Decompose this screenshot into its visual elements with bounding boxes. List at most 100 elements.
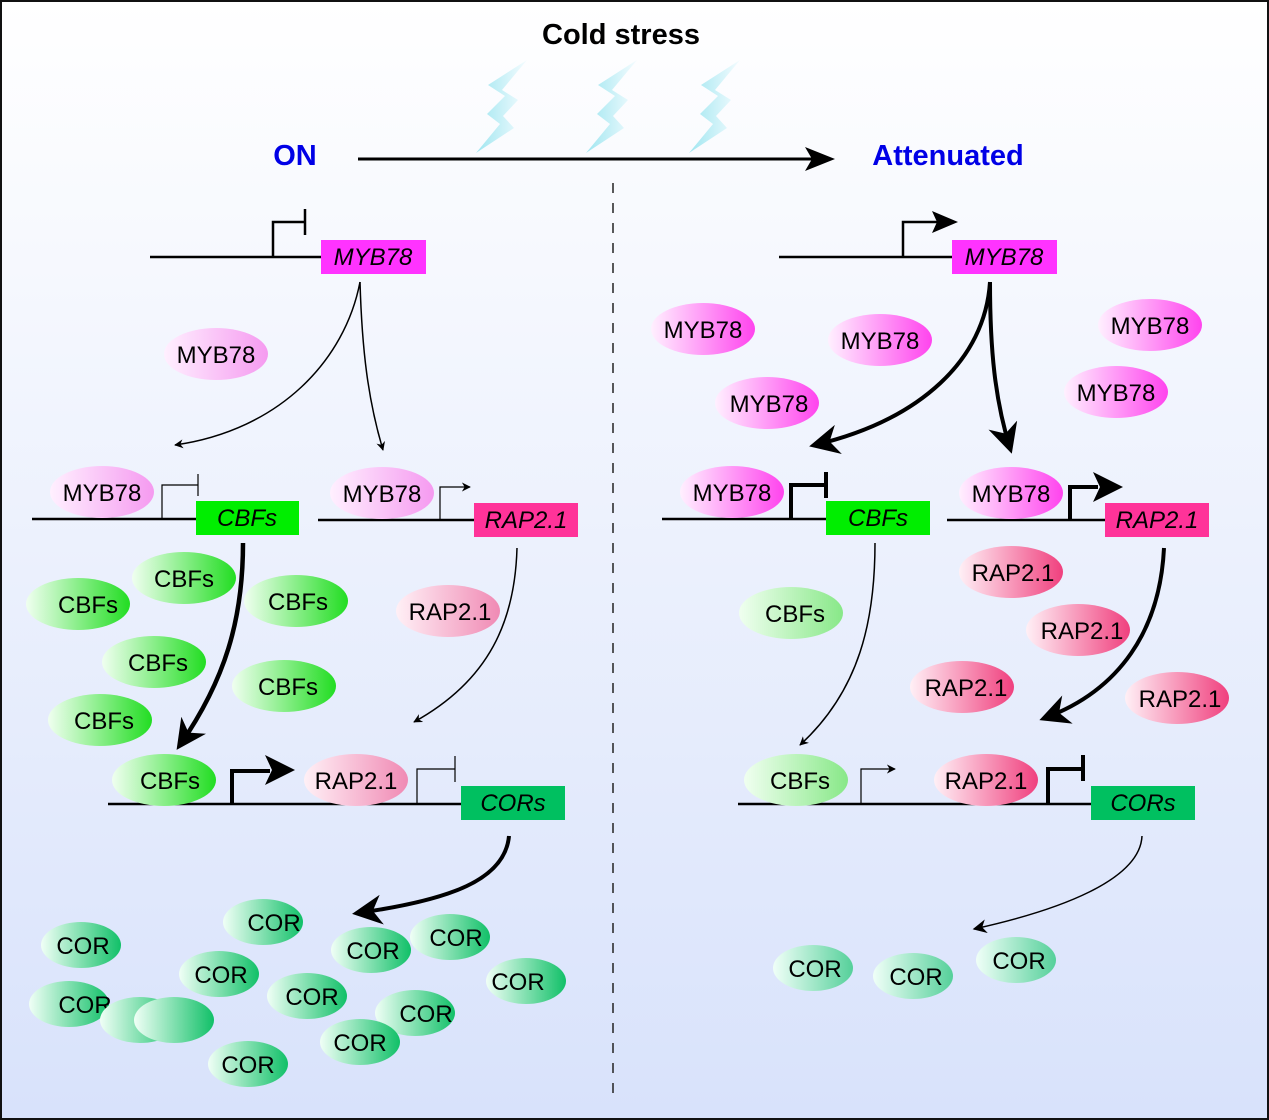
myb78-protein: MYB78 bbox=[959, 467, 1063, 519]
cor-protein: COR bbox=[320, 1019, 400, 1065]
promoter-active-strong-icon bbox=[1068, 485, 1098, 520]
rap21-gene-locus: MYB78 RAP2.1 bbox=[318, 467, 578, 537]
cbfs-protein: CBFs bbox=[112, 754, 216, 806]
svg-text:MYB78: MYB78 bbox=[343, 481, 422, 508]
svg-text:RAP2.1: RAP2.1 bbox=[972, 560, 1055, 587]
cbfs-gene-locus: MYB78 CBFs bbox=[662, 466, 930, 535]
myb78-protein: MYB78 bbox=[715, 377, 819, 429]
regulation-arrow-strong bbox=[176, 542, 246, 750]
cbfs-protein: CBFs bbox=[739, 587, 843, 639]
myb78-protein: MYB78 bbox=[1064, 366, 1168, 418]
cbfs-protein: CBFs bbox=[132, 552, 236, 604]
regulation-arrow bbox=[359, 281, 385, 451]
cbfs-protein: CBFs bbox=[48, 694, 152, 746]
cor-protein: COR bbox=[331, 927, 411, 973]
svg-text:RAP2.1: RAP2.1 bbox=[945, 768, 1028, 795]
cbfs-protein: CBFs bbox=[232, 660, 336, 712]
cor-protein: COR bbox=[773, 945, 853, 991]
rap21-protein: RAP2.1 bbox=[1125, 672, 1229, 724]
cors-gene-box bbox=[1091, 786, 1195, 820]
myb78-protein: MYB78 bbox=[50, 466, 154, 518]
svg-text:COR: COR bbox=[992, 948, 1045, 975]
cor-protein: COR bbox=[29, 981, 112, 1027]
regulation-arrow bbox=[799, 542, 876, 746]
svg-text:COR: COR bbox=[247, 910, 300, 937]
rap21-gene-label: RAP2.1 bbox=[485, 507, 568, 534]
promoter-repressed-icon bbox=[161, 484, 198, 519]
cbfs-gene-box bbox=[196, 501, 299, 535]
svg-text:COR: COR bbox=[285, 984, 338, 1011]
rap21-protein: RAP2.1 bbox=[1026, 604, 1130, 656]
svg-text:MYB78: MYB78 bbox=[664, 317, 743, 344]
myb78-gene-box bbox=[952, 240, 1057, 274]
rap21-protein: RAP2.1 bbox=[304, 754, 408, 806]
transition-arrow bbox=[358, 147, 835, 171]
svg-text:COR: COR bbox=[889, 964, 942, 991]
svg-text:MYB78: MYB78 bbox=[972, 481, 1051, 508]
svg-text:COR: COR bbox=[333, 1030, 386, 1057]
cors-gene-label: CORs bbox=[480, 790, 545, 817]
svg-text:MYB78: MYB78 bbox=[693, 480, 772, 507]
cor-protein: COR bbox=[208, 1041, 288, 1087]
diagram-title: Cold stress bbox=[542, 19, 700, 51]
promoter-repressed-strong-icon bbox=[1046, 767, 1083, 804]
regulation-arrow-strong bbox=[352, 835, 511, 925]
myb78-protein: MYB78 bbox=[1098, 299, 1202, 351]
svg-text:RAP2.1: RAP2.1 bbox=[1041, 618, 1124, 645]
svg-text:CBFs: CBFs bbox=[258, 674, 318, 701]
promoter-active-weak-icon bbox=[860, 764, 896, 804]
cbfs-gene-locus: MYB78 CBFs bbox=[32, 466, 299, 535]
svg-text:CBFs: CBFs bbox=[140, 768, 200, 795]
svg-text:COR: COR bbox=[56, 933, 109, 960]
cor-protein: COR bbox=[223, 899, 303, 945]
cbfs-gene-box bbox=[826, 501, 930, 535]
myb78-protein: MYB78 bbox=[651, 303, 755, 355]
regulation-arrow bbox=[413, 547, 518, 723]
svg-text:CBFs: CBFs bbox=[74, 708, 134, 735]
cors-gene-locus: CBFs RAP2.1 CORs bbox=[738, 754, 1195, 820]
regulation-arrow-strong bbox=[809, 281, 992, 455]
svg-text:CBFs: CBFs bbox=[128, 650, 188, 677]
promoter-active-icon bbox=[901, 220, 940, 257]
svg-text:COR: COR bbox=[788, 956, 841, 983]
cold-stress-icon bbox=[689, 60, 740, 153]
state-label-on: ON bbox=[273, 140, 317, 172]
svg-text:MYB78: MYB78 bbox=[1111, 313, 1190, 340]
myb78-gene-label: MYB78 bbox=[965, 244, 1044, 271]
myb78-protein: MYB78 bbox=[828, 314, 932, 366]
svg-text:COR: COR bbox=[346, 938, 399, 965]
cor-protein: COR bbox=[873, 953, 953, 999]
regulation-arrow-strong bbox=[1039, 547, 1166, 724]
svg-text:CBFs: CBFs bbox=[770, 768, 830, 795]
regulation-arrow bbox=[174, 281, 361, 449]
svg-text:COR: COR bbox=[194, 962, 247, 989]
myb78-gene-box bbox=[321, 240, 426, 274]
left-panel: MYB78 MYB78 MYB78 CBFs MYB7 bbox=[26, 209, 578, 1087]
cbfs-protein: CBFs bbox=[102, 636, 206, 688]
cbfs-protein: CBFs bbox=[744, 754, 848, 806]
cors-gene-locus: CBFs RAP2.1 CORs bbox=[108, 754, 565, 820]
rap21-protein: RAP2.1 bbox=[934, 754, 1038, 806]
rap21-protein: RAP2.1 bbox=[959, 546, 1063, 598]
cor-protein: COR bbox=[375, 990, 455, 1036]
cold-stress-icon bbox=[476, 60, 527, 153]
promoter-active-strong-icon bbox=[230, 769, 270, 804]
svg-text:CBFs: CBFs bbox=[765, 601, 825, 628]
myb78-gene-label: MYB78 bbox=[334, 244, 413, 271]
promoter-repressed-icon bbox=[271, 220, 305, 257]
svg-text:RAP2.1: RAP2.1 bbox=[925, 675, 1008, 702]
svg-text:COR: COR bbox=[429, 925, 482, 952]
cor-protein bbox=[402, 990, 482, 1036]
promoter-active-icon bbox=[439, 482, 471, 520]
svg-text:MYB78: MYB78 bbox=[1077, 380, 1156, 407]
rap21-gene-box bbox=[1105, 503, 1209, 537]
promoter-repressed-strong-icon bbox=[789, 483, 826, 519]
svg-text:CBFs: CBFs bbox=[268, 589, 328, 616]
myb78-gene-locus: MYB78 bbox=[779, 211, 1057, 274]
cbfs-gene-label: CBFs bbox=[217, 505, 277, 532]
myb78-gene-locus: MYB78 bbox=[150, 209, 426, 274]
cors-gene-label: CORs bbox=[1110, 790, 1175, 817]
cor-protein: COR bbox=[486, 958, 566, 1004]
svg-text:COR: COR bbox=[399, 1001, 452, 1028]
